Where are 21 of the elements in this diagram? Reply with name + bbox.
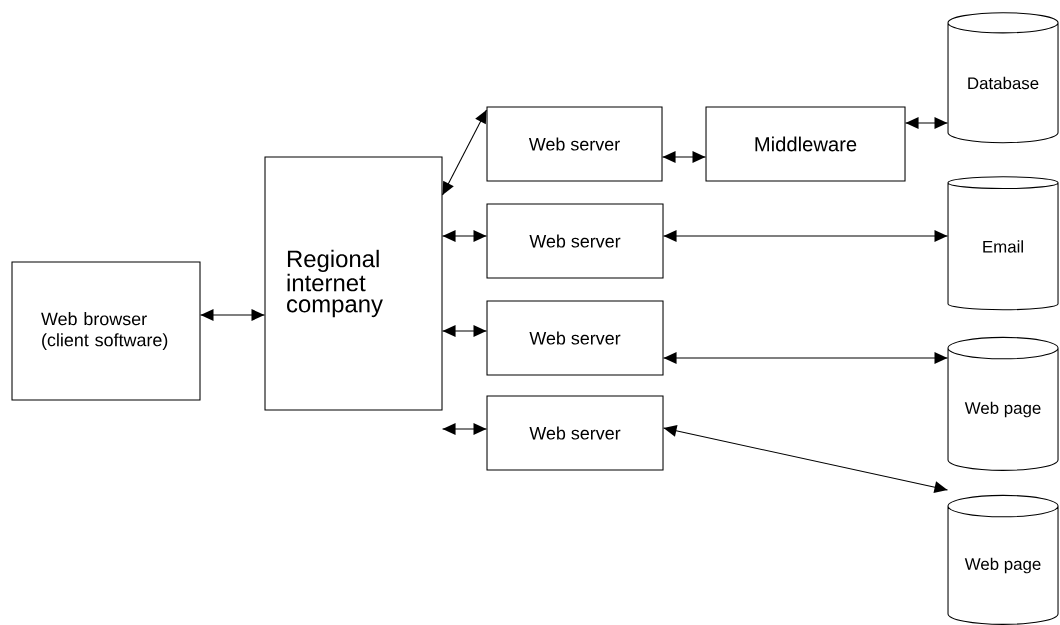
- server-box: Web server: [486, 203, 664, 279]
- server-box: Web server: [486, 395, 664, 471]
- arrow: [442, 230, 487, 242]
- arrow: [663, 424, 948, 494]
- middleware-box: Middleware: [705, 106, 906, 182]
- arrow: [905, 117, 948, 129]
- arrow: [663, 352, 948, 364]
- database-cylinder: Web page: [947, 494, 1059, 625]
- arrow: [662, 151, 706, 163]
- database-cylinder: Email: [947, 176, 1059, 311]
- server-box: Web server: [486, 106, 663, 182]
- arrow: [442, 109, 487, 196]
- database-cylinder: Database: [947, 12, 1059, 144]
- client-box: Web browser (client software): [11, 261, 201, 401]
- database-cylinder: Web page: [947, 336, 1059, 471]
- server-box: Web server: [486, 300, 664, 376]
- provider-box: Regional internet company: [264, 156, 443, 411]
- arrow: [442, 325, 487, 337]
- arrow: [442, 423, 487, 435]
- arrow: [200, 309, 265, 321]
- arrow: [663, 230, 948, 242]
